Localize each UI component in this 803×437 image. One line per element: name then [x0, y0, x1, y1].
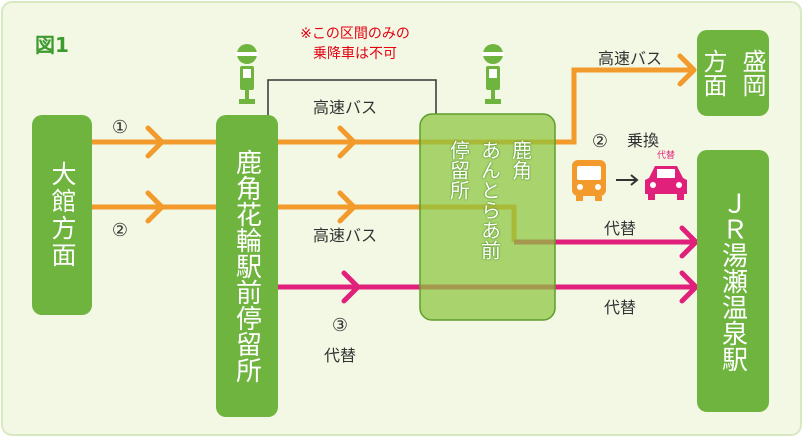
bus-stop-icon: [482, 44, 504, 104]
transfer-label: 乗換: [627, 131, 659, 150]
taxi-icon: [645, 166, 687, 200]
note-line-2: 乗降車は不可: [313, 45, 397, 62]
kazuno-hanawa-label: 鹿角花輪駅前停留所: [231, 149, 262, 383]
substitute-upper-label: 代替: [604, 219, 636, 238]
arrow-right-icon: [616, 174, 639, 186]
morioka-label-col1: 盛岡: [738, 49, 766, 97]
route-3-label: 代替: [324, 346, 356, 365]
odate-label: 大館方面: [48, 161, 77, 269]
chevron-icon: [341, 270, 361, 304]
chevron-icon: [337, 125, 357, 159]
node-kazuno-hanawa: [216, 115, 278, 417]
highway-bus-label-top: 高速バス: [313, 98, 377, 117]
morioka-label-col2: 方面: [699, 49, 727, 97]
route-1-number: ①: [112, 117, 128, 138]
morioka-label: 盛岡 方面: [697, 30, 769, 116]
bus-stop-icon: [236, 44, 258, 104]
antora-label: 鹿角 あんとらあ前 停留所: [440, 140, 540, 300]
route-3-number: ③: [332, 315, 348, 336]
antora-label-col2: あんとらあ前: [477, 140, 502, 260]
node-odate: [32, 115, 92, 315]
chevron-icon: [677, 53, 697, 87]
highway-bus-label-morioka: 高速バス: [598, 49, 662, 68]
chevron-icon: [337, 190, 357, 224]
orange-chevrons: [145, 53, 697, 224]
transfer-number: ②: [592, 131, 608, 152]
taxi-badge: 代替: [657, 149, 675, 161]
magenta-chevrons: [341, 225, 699, 304]
route-2-number: ②: [112, 220, 128, 241]
note-bracket: [267, 79, 437, 141]
note-line-1: ※この区間のみの: [300, 26, 410, 42]
antora-label-col3: 停留所: [446, 140, 471, 200]
node-morioka: [697, 30, 769, 116]
antora-label-col1: 鹿角: [508, 140, 533, 180]
node-antora-overlay: [419, 113, 556, 321]
chevron-icon: [679, 270, 699, 304]
substitute-lower-label: 代替: [604, 298, 636, 317]
node-yuze-onsen: [697, 150, 769, 412]
bus-icon: [572, 160, 606, 201]
chevron-icon: [679, 225, 699, 259]
yuze-onsen-label: ＪＲ湯瀬温泉駅: [717, 190, 748, 372]
highway-bus-label-mid: 高速バス: [313, 226, 377, 245]
chevron-icon: [145, 125, 165, 159]
figure-label: 図1: [35, 33, 69, 57]
chevron-icon: [145, 190, 165, 224]
